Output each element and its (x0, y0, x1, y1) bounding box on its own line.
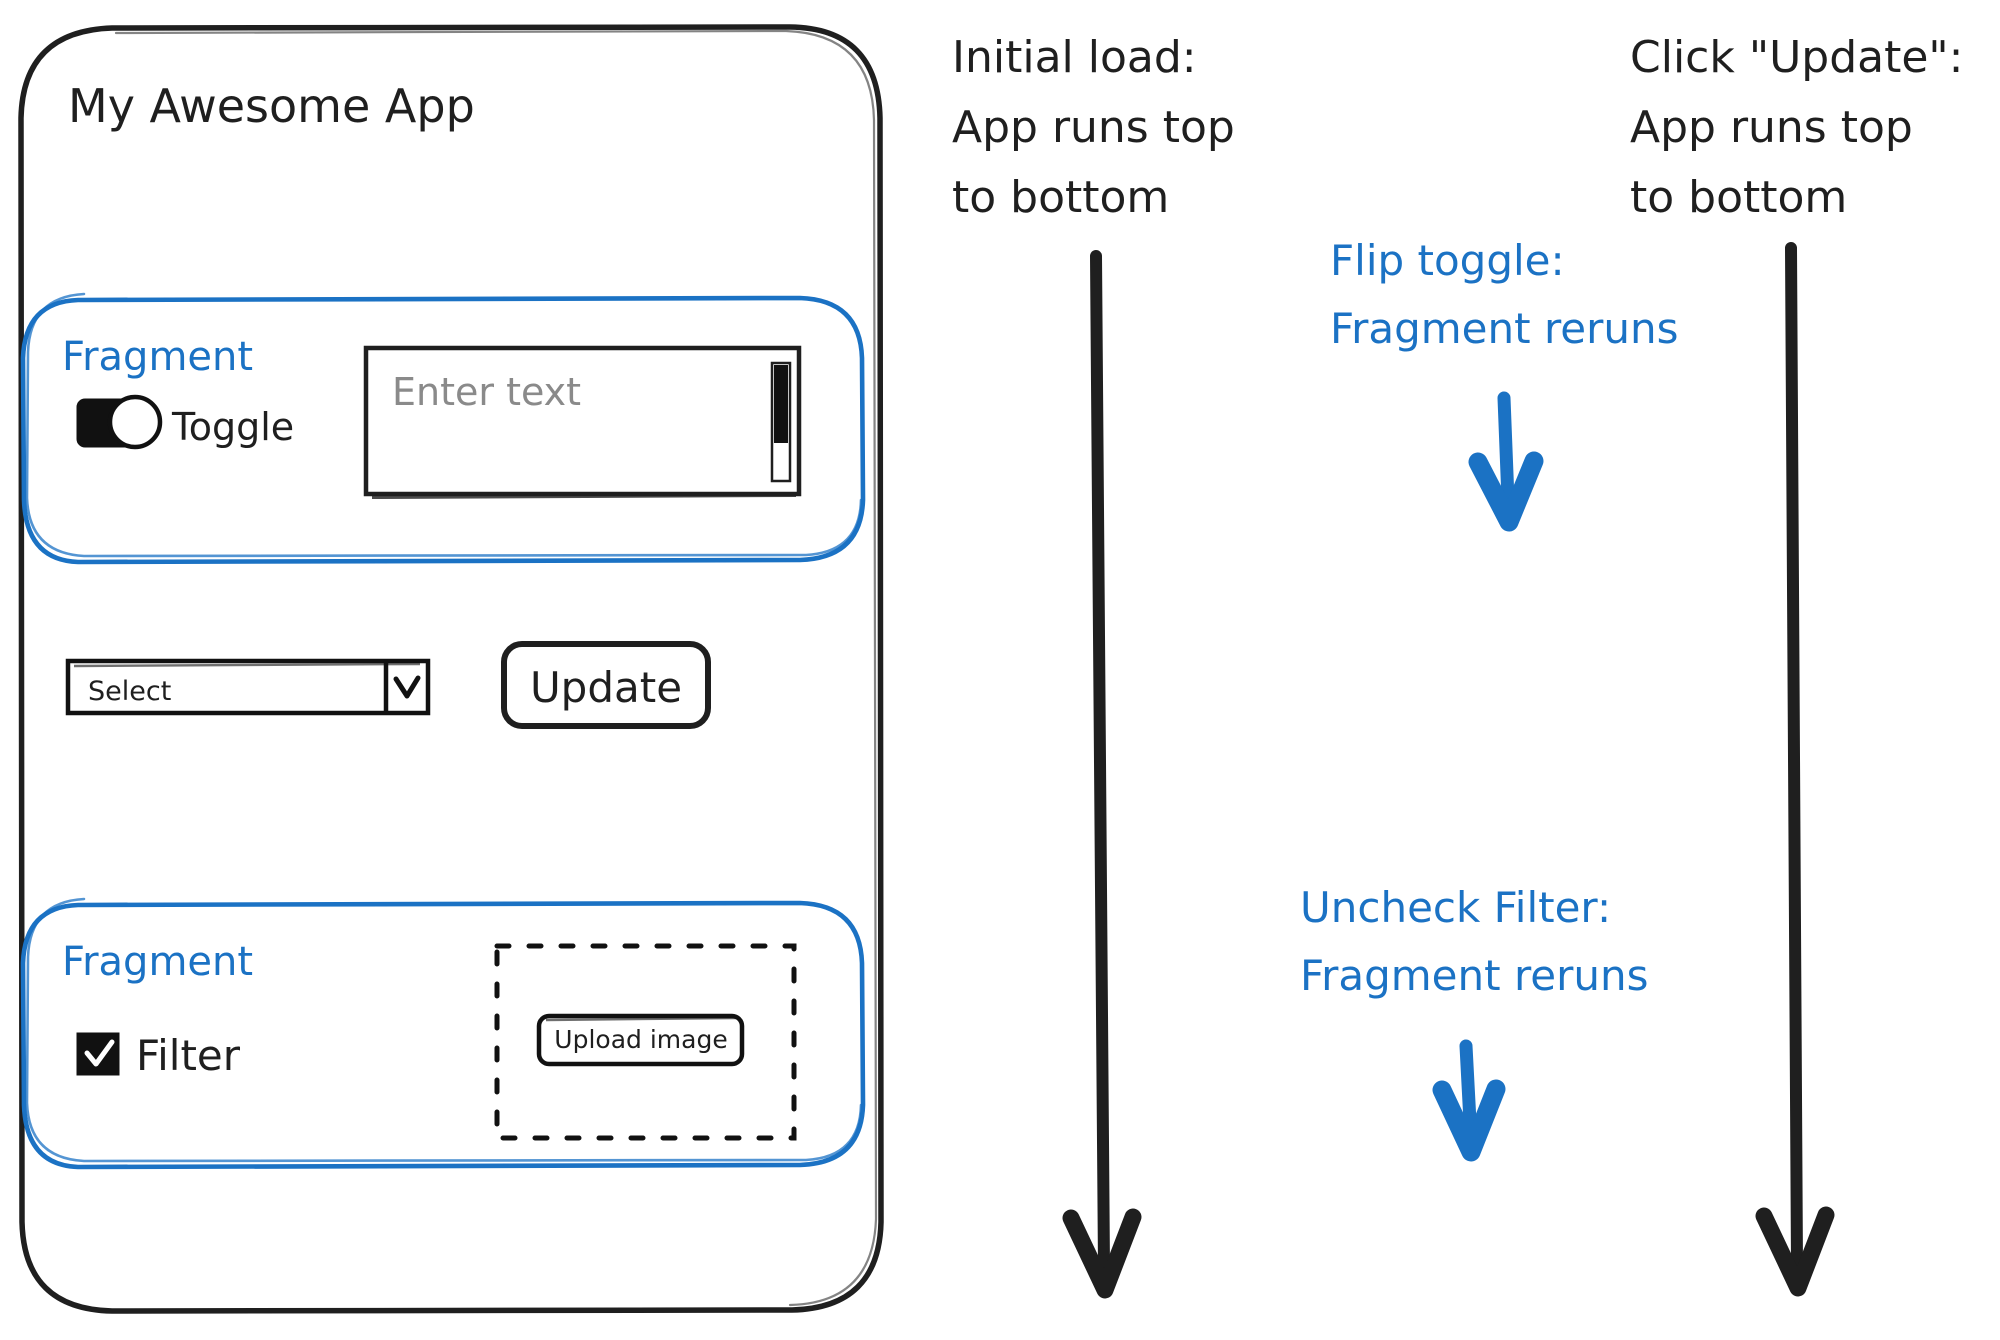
chevron-down-icon[interactable] (393, 675, 421, 699)
update-button[interactable]: Update (501, 641, 711, 729)
image-dropzone[interactable]: Upload image (494, 943, 797, 1141)
select-value: Select (88, 676, 171, 707)
flip-toggle-arrow (1468, 391, 1544, 532)
click-update-line-3: to bottom (1630, 172, 1847, 223)
fragment-one-label: Fragment (62, 334, 253, 380)
update-button-label: Update (530, 663, 682, 712)
select-box[interactable] (65, 658, 431, 716)
arrowhead-down-icon (1062, 1208, 1142, 1299)
flip-toggle-line-1: Flip toggle: (1330, 236, 1565, 285)
app-title: My Awesome App (68, 79, 475, 133)
uncheck-filter-arrow (1432, 1039, 1506, 1162)
text-input-field[interactable] (363, 345, 802, 499)
select-dropdown[interactable] (65, 658, 431, 716)
upload-image-button[interactable]: Upload image (536, 1013, 745, 1067)
update-button-box[interactable] (501, 641, 711, 729)
fragment-two-label: Fragment (62, 939, 253, 985)
arrowhead-down-icon (1432, 1079, 1506, 1162)
fragment-two-container (20, 897, 866, 1170)
click-update-line-2: App runs top (1630, 102, 1913, 153)
dropzone-dashed-border[interactable] (494, 943, 797, 1141)
uncheck-filter-line-2: Fragment reruns (1300, 951, 1649, 1000)
click-update-arrow (1755, 242, 1835, 1297)
arrowhead-down-icon (1755, 1206, 1835, 1297)
uncheck-filter-caption: Uncheck Filter: Fragment reruns (1300, 883, 1649, 1000)
initial-load-arrow (1062, 250, 1142, 1299)
upload-button-label: Upload image (554, 1025, 727, 1054)
toggle-label: Toggle (171, 405, 294, 449)
initial-load-caption: Initial load: App runs top to bottom (952, 32, 1235, 223)
text-input-box[interactable] (363, 345, 802, 497)
upload-button-box[interactable] (536, 1013, 745, 1067)
toggle-switch[interactable] (76, 394, 163, 450)
initial-load-line-2: App runs top (952, 102, 1235, 153)
arrowhead-down-icon (1468, 451, 1544, 532)
flip-toggle-caption: Flip toggle: Fragment reruns (1330, 236, 1679, 353)
toggle-knob[interactable] (107, 394, 163, 450)
fragment-one-container (20, 292, 866, 565)
click-update-caption: Click "Update": App runs top to bottom (1630, 32, 1963, 223)
click-update-line-1: Click "Update": (1630, 32, 1963, 83)
text-input-scrollbar[interactable] (770, 361, 792, 483)
flip-toggle-line-2: Fragment reruns (1330, 304, 1679, 353)
filter-checkbox[interactable] (76, 1032, 120, 1076)
initial-load-line-3: to bottom (952, 172, 1169, 223)
checkmark-icon (84, 1039, 115, 1067)
uncheck-filter-line-1: Uncheck Filter: (1300, 883, 1611, 932)
initial-load-line-1: Initial load: (952, 32, 1197, 83)
text-input-placeholder: Enter text (392, 370, 581, 414)
filter-label: Filter (136, 1031, 241, 1080)
